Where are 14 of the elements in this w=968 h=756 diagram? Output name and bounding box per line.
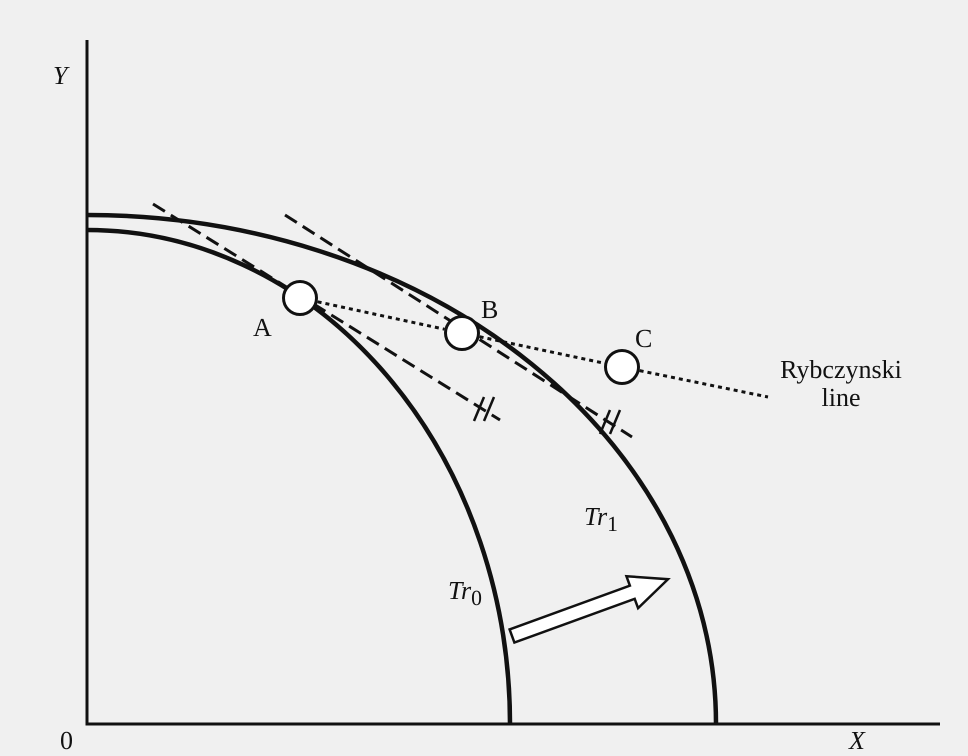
dotted-line xyxy=(317,300,445,331)
curve-label: Tr$_{0}$ xyxy=(448,577,482,612)
point-label: B xyxy=(481,296,498,324)
axis-label: 0 xyxy=(60,727,73,755)
point-marker xyxy=(604,349,640,385)
line-label: Rybczynski line xyxy=(768,356,914,412)
point-label: C xyxy=(635,325,652,353)
dotted-line xyxy=(639,369,768,398)
point-marker xyxy=(444,315,480,351)
curve-label: Tr$_{1}$ xyxy=(584,503,618,538)
axis-label: X xyxy=(849,727,865,755)
point-marker xyxy=(282,280,318,316)
axis-label: Y xyxy=(53,62,68,90)
point-label: A xyxy=(253,314,272,342)
